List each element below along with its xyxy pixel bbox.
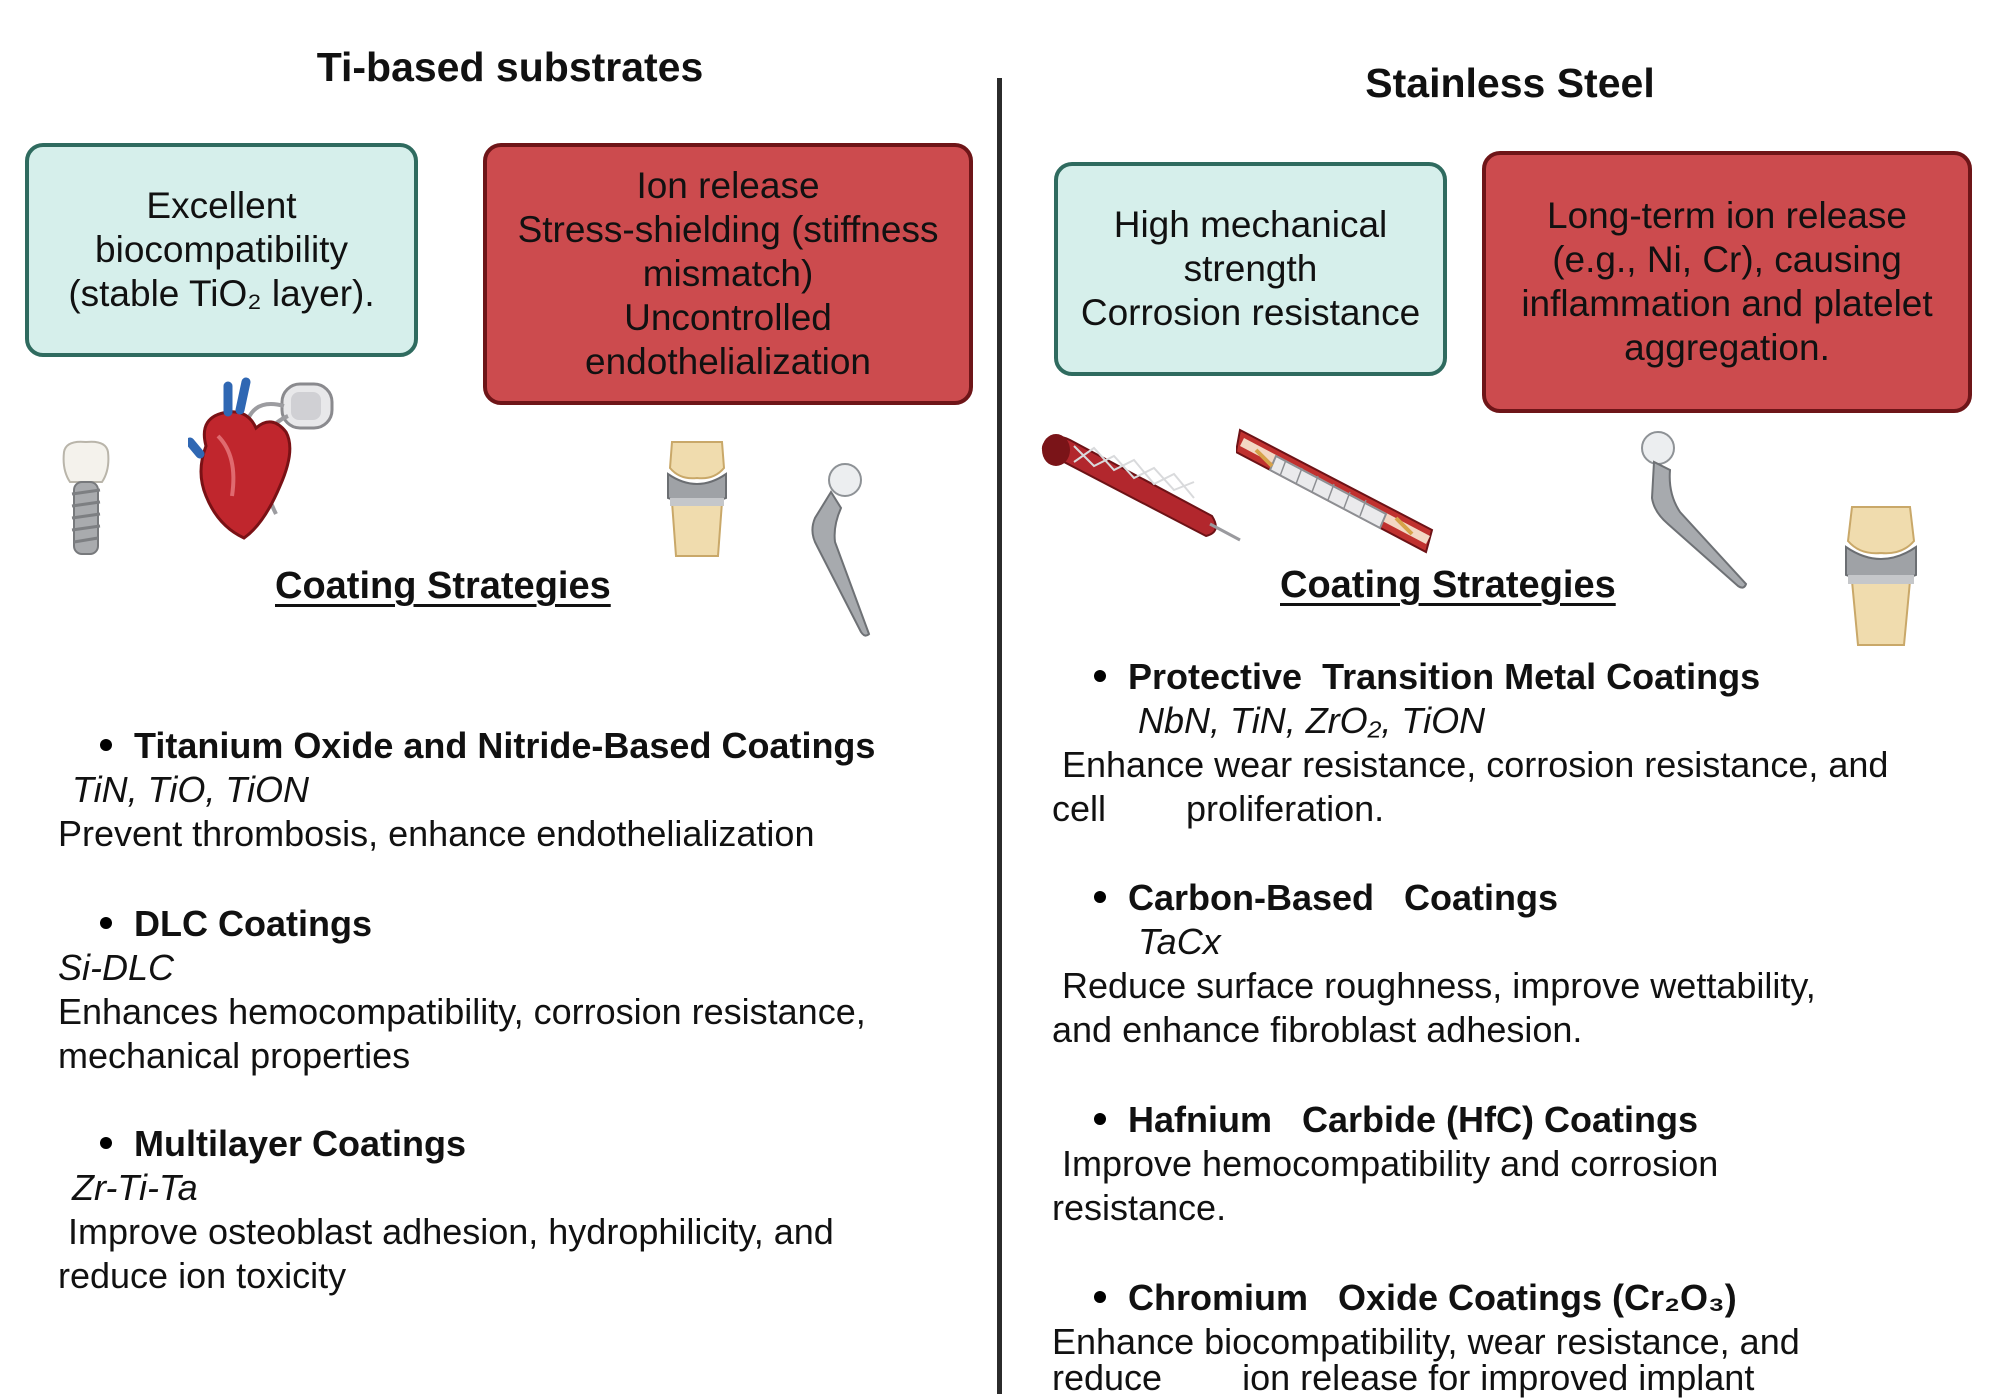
ss-strategy-benefit: resistance. [1052,1187,1227,1228]
bullet-dot [1094,1113,1106,1126]
ti-strategy-benefit: mechanical properties [58,1035,411,1076]
ss-strategy-benefit: reduce ion release for improved implant [1052,1357,1755,1398]
knee-implant-icon [1845,506,1917,646]
ss-strategy-benefit: Enhance wear resistance, corrosion resis… [1062,744,1889,785]
ss-strategy-benefit: cell proliferation. [1052,788,1385,829]
ss-advantage-line: strength [1183,248,1318,289]
bullet-dot [100,739,112,752]
ss-strategy-title: Chromium Oxide Coatings (Cr₂O₃) [1128,1277,1737,1318]
ti-advantage-line: (stable TiO₂ layer). [68,273,375,314]
hip-implant-icon [1641,431,1748,589]
ss-coating-heading: Coating Strategies [1280,564,1616,606]
vascular-stent-icon [1042,434,1241,542]
ti-strategy-benefit: Enhances hemocompatibility, corrosion re… [58,991,866,1032]
ss-advantages-box: High mechanical strength Corrosion resis… [1054,162,1447,376]
ti-strategy-name: Multilayer Coatings [100,1122,466,1166]
ti-strategy-benefit: Prevent thrombosis, enhance endotheliali… [58,813,815,854]
bullet-dot [1094,670,1106,683]
ss-strategy-benefit: Reduce surface roughness, improve wettab… [1062,965,1816,1006]
ti-advantages-box: Excellent biocompatibility (stable TiO₂ … [25,143,418,357]
ss-strategy-benefit: and enhance fibroblast adhesion. [1052,1009,1583,1050]
ss-strategy-benefit: Enhance biocompatibility, wear resistanc… [1052,1321,1800,1362]
ti-disadvantage-line: endothelialization [585,341,871,382]
ss-strategy-examples: TaCx [1138,921,1221,962]
ss-advantage-line: Corrosion resistance [1080,292,1421,333]
bullet-dot [100,1137,112,1150]
ss-strategy-name: Carbon-Based Coatings [1094,876,1558,920]
ti-advantage-line: biocompatibility [95,229,348,270]
ti-strategy-examples: TiN, TiO, TiON [72,769,310,810]
ss-strategy-name: Chromium Oxide Coatings (Cr₂O₃) [1094,1276,1737,1320]
dental-implant-icon [62,440,110,555]
hip-implant-icon [811,463,871,637]
ti-strategy-benefit: reduce ion toxicity [58,1255,347,1296]
ti-disadvantage-line: Stress-shielding (stiffness [517,209,939,250]
bullet-dot [100,917,112,930]
ti-advantage-line: Excellent [146,185,297,226]
ti-strategy-name: DLC Coatings [100,902,372,946]
ti-strategy-benefit: Improve osteoblast adhesion, hydrophilic… [68,1211,834,1252]
ss-strategy-title: Hafnium Carbide (HfC) Coatings [1128,1099,1699,1140]
ti-strategy-examples: Zr-Ti-Ta [72,1167,198,1208]
ss-strategy-examples: NbN, TiN, ZrO₂, TiON [1138,700,1486,741]
ti-disadvantage-line: Uncontrolled [624,297,832,338]
ss-disadvantage-line: inflammation and platelet [1521,283,1933,324]
ss-disadvantage-line: aggregation. [1624,327,1830,368]
right-title: Stainless Steel [1365,60,1655,106]
ti-strategy-title: Multilayer Coatings [134,1123,467,1164]
ss-strategy-name: Hafnium Carbide (HfC) Coatings [1094,1098,1698,1142]
ss-strategy-title: Carbon-Based Coatings [1128,877,1559,918]
ss-disadvantage-line: (e.g., Ni, Cr), causing [1552,239,1902,280]
ti-disadvantage-line: mismatch) [642,253,814,294]
ti-strategy-title: Titanium Oxide and Nitride-Based Coating… [134,725,876,766]
heart-pacemaker-icon [188,377,334,540]
left-title: Ti-based substrates [316,44,704,90]
ti-coating-heading: Coating Strategies [275,565,611,607]
stent-in-artery-icon [1236,428,1434,554]
ss-disadvantage-line: Long-term ion release [1547,195,1907,236]
ti-disadvantage-line: Ion release [636,165,820,206]
ss-strategy-name: Protective Transition Metal Coatings [1094,655,1760,699]
ss-strategy-benefit: Improve hemocompatibility and corrosion [1062,1143,1719,1184]
ss-strategy-title: Protective Transition Metal Coatings [1128,656,1761,697]
ti-strategy-title: DLC Coatings [134,903,372,944]
column-divider [997,78,1002,1394]
ti-strategy-examples: Si-DLC [58,947,175,988]
bullet-dot [1094,1291,1106,1304]
ti-disadvantages-box: Ion release Stress-shielding (stiffness … [483,143,973,405]
ti-strategy-name: Titanium Oxide and Nitride-Based Coating… [100,724,875,768]
ss-disadvantages-box: Long-term ion release (e.g., Ni, Cr), ca… [1482,151,1972,413]
ss-advantage-line: High mechanical [1113,204,1388,245]
knee-implant-icon [667,441,727,557]
bullet-dot [1094,891,1106,904]
